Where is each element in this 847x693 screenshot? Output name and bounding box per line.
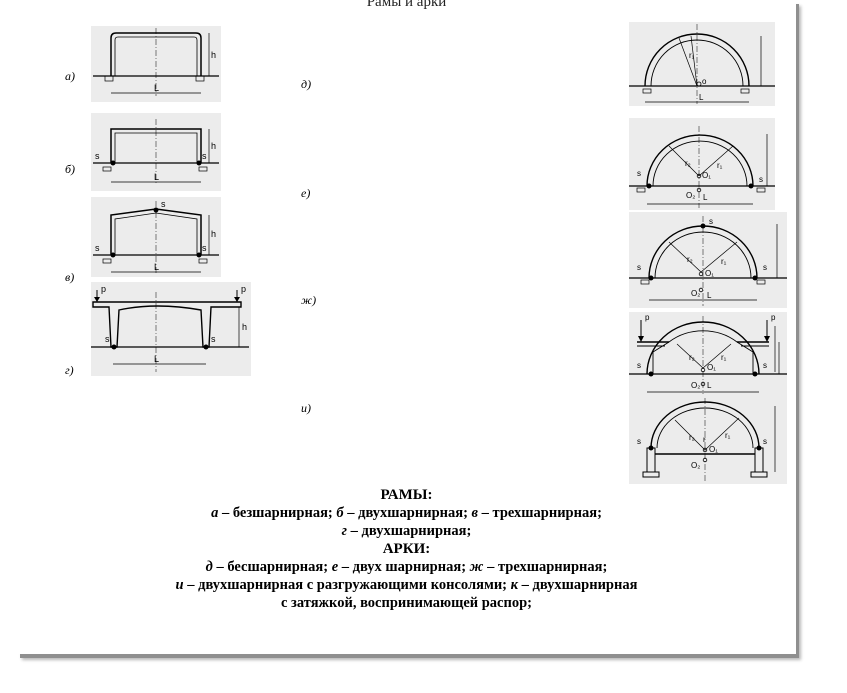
arch-k-drawing: s s r₂ r r₁ O₁ O₂ — [637, 398, 776, 482]
caption-arches-line-1: д – бесшарнирная; е – двух шарнирная; ж … — [205, 559, 608, 575]
arch-e-s-left: s — [637, 169, 641, 178]
frame-b-s-right: s — [202, 151, 207, 161]
frame-g-p-right: p — [241, 284, 246, 294]
arch-e-r2: r₂ — [685, 159, 691, 168]
frame-v-L: L — [154, 262, 159, 272]
frame-v-drawing: s s s h L — [93, 199, 219, 275]
caption-arches-line-3: с затяжкой, воспринимающей распор; — [281, 595, 532, 611]
figure-arch-e: s s r₂ r₁ O₁ O₂ L — [629, 118, 775, 210]
figure-caption: РАМЫ: а – безшарнирная; б – двухшарнирна… — [17, 486, 796, 612]
arch-k-o1: O₁ — [709, 445, 718, 454]
arch-e-o2: O₂ — [686, 191, 695, 200]
arch-zh-o2: O₂ — [691, 289, 700, 298]
figure-label-g: г) — [65, 363, 74, 377]
figure-arch-i: p p s s r₂ r₁ O₁ O₂ L — [629, 312, 787, 396]
page-title: Рамы и арки — [366, 0, 447, 10]
figure-label-b: б) — [65, 162, 76, 176]
arch-zh-r1: r₁ — [721, 257, 727, 266]
frame-g-drawing: p p s s h L — [91, 284, 249, 372]
frame-g-h: h — [242, 322, 247, 332]
frame-g-s-right: s — [211, 334, 216, 344]
arch-i-drawing: p p s s r₂ r₁ O₁ O₂ L — [629, 313, 787, 394]
arch-d-drawing: r₁ o L — [629, 24, 775, 104]
frame-v-s-top: s — [161, 199, 166, 209]
figure-label-a: а) — [65, 69, 75, 83]
arch-i-s-right: s — [763, 361, 767, 370]
arch-d-L: L — [699, 93, 704, 102]
arch-e-drawing: s s r₂ r₁ O₁ O₂ L — [629, 126, 775, 208]
arch-d-r: r₁ — [689, 51, 695, 60]
figure-label-i: и) — [301, 401, 311, 415]
frame-g-s-left: s — [105, 334, 110, 344]
arch-k-r2: r₂ — [689, 433, 695, 442]
figure-frame-b: s s h L — [91, 113, 221, 191]
caption-arches-heading: АРКИ: — [382, 541, 431, 557]
frame-b-L: L — [154, 172, 159, 182]
arch-i-p-right: p — [771, 313, 776, 322]
frame-a-drawing: h L — [93, 28, 219, 96]
frame-v-s-right: s — [202, 243, 207, 253]
arch-zh-r2: r₂ — [687, 255, 693, 264]
figure-frame-v: s s s h L — [91, 197, 221, 277]
frame-b-drawing: s s h L — [93, 119, 219, 185]
arch-zh-s-top: s — [709, 217, 713, 226]
frame-a-L: L — [154, 83, 159, 93]
arch-zh-drawing: s s s r₂ r₁ O₁ O₂ L — [629, 216, 787, 306]
arch-e-L: L — [703, 193, 708, 202]
frame-a-h: h — [211, 50, 216, 60]
document-page: Рамы и арки а) h L б) — [17, 0, 796, 654]
figure-label-zh: ж) — [301, 293, 317, 307]
arch-k-r1: r₁ — [725, 431, 731, 440]
frame-v-h: h — [211, 229, 216, 239]
arch-k-s-left: s — [637, 437, 641, 446]
arch-zh-L: L — [707, 291, 712, 300]
caption-frames-heading: РАМЫ: — [380, 487, 433, 503]
arch-zh-s-right: s — [763, 263, 767, 272]
arch-i-r1: r₁ — [721, 353, 727, 362]
arch-zh-s-left: s — [637, 263, 641, 272]
arch-i-L: L — [707, 381, 712, 390]
arch-k-s-right: s — [763, 437, 767, 446]
caption-frames-line-1: а – безшарнирная; б – двухшарнирная; в –… — [211, 505, 602, 521]
arch-d-o: o — [702, 77, 707, 86]
arch-e-r1: r₁ — [717, 161, 723, 170]
figure-label-v: в) — [65, 270, 75, 284]
arch-i-o2: O₂ — [691, 381, 700, 390]
figure-frame-g: p p s s h L — [91, 282, 251, 376]
arch-e-s-right: s — [759, 175, 763, 184]
frame-g-L: L — [154, 354, 159, 364]
arch-i-p-left: p — [645, 313, 650, 322]
frame-b-h: h — [211, 141, 216, 151]
figure-arch-zh: s s s r₂ r₁ O₁ O₂ L — [629, 212, 787, 308]
figure-label-e: е) — [301, 186, 311, 200]
arch-i-s-left: s — [637, 361, 641, 370]
arch-e-o1: O₁ — [702, 171, 711, 180]
figure-arch-k: s s r₂ r r₁ O₁ O₂ — [629, 396, 787, 484]
figure-label-d: д) — [301, 77, 312, 91]
frame-v-s-left: s — [95, 243, 100, 253]
arch-i-r2: r₂ — [689, 353, 695, 362]
caption-arches-line-2: и – двухшарнирная с разгружающими консол… — [175, 577, 638, 593]
frame-b-s-left: s — [95, 151, 100, 161]
arch-k-r: r — [703, 435, 706, 444]
arch-i-o1: O₁ — [707, 363, 716, 372]
arch-zh-o1: O₁ — [705, 269, 714, 278]
arch-k-o2: O₂ — [691, 461, 700, 470]
caption-frames-line-2: г – двухшарнирная; — [341, 523, 472, 539]
figure-arch-d: r₁ o L — [629, 22, 775, 106]
figure-frame-a: h L — [91, 26, 221, 102]
frame-g-p-left: p — [101, 284, 106, 294]
